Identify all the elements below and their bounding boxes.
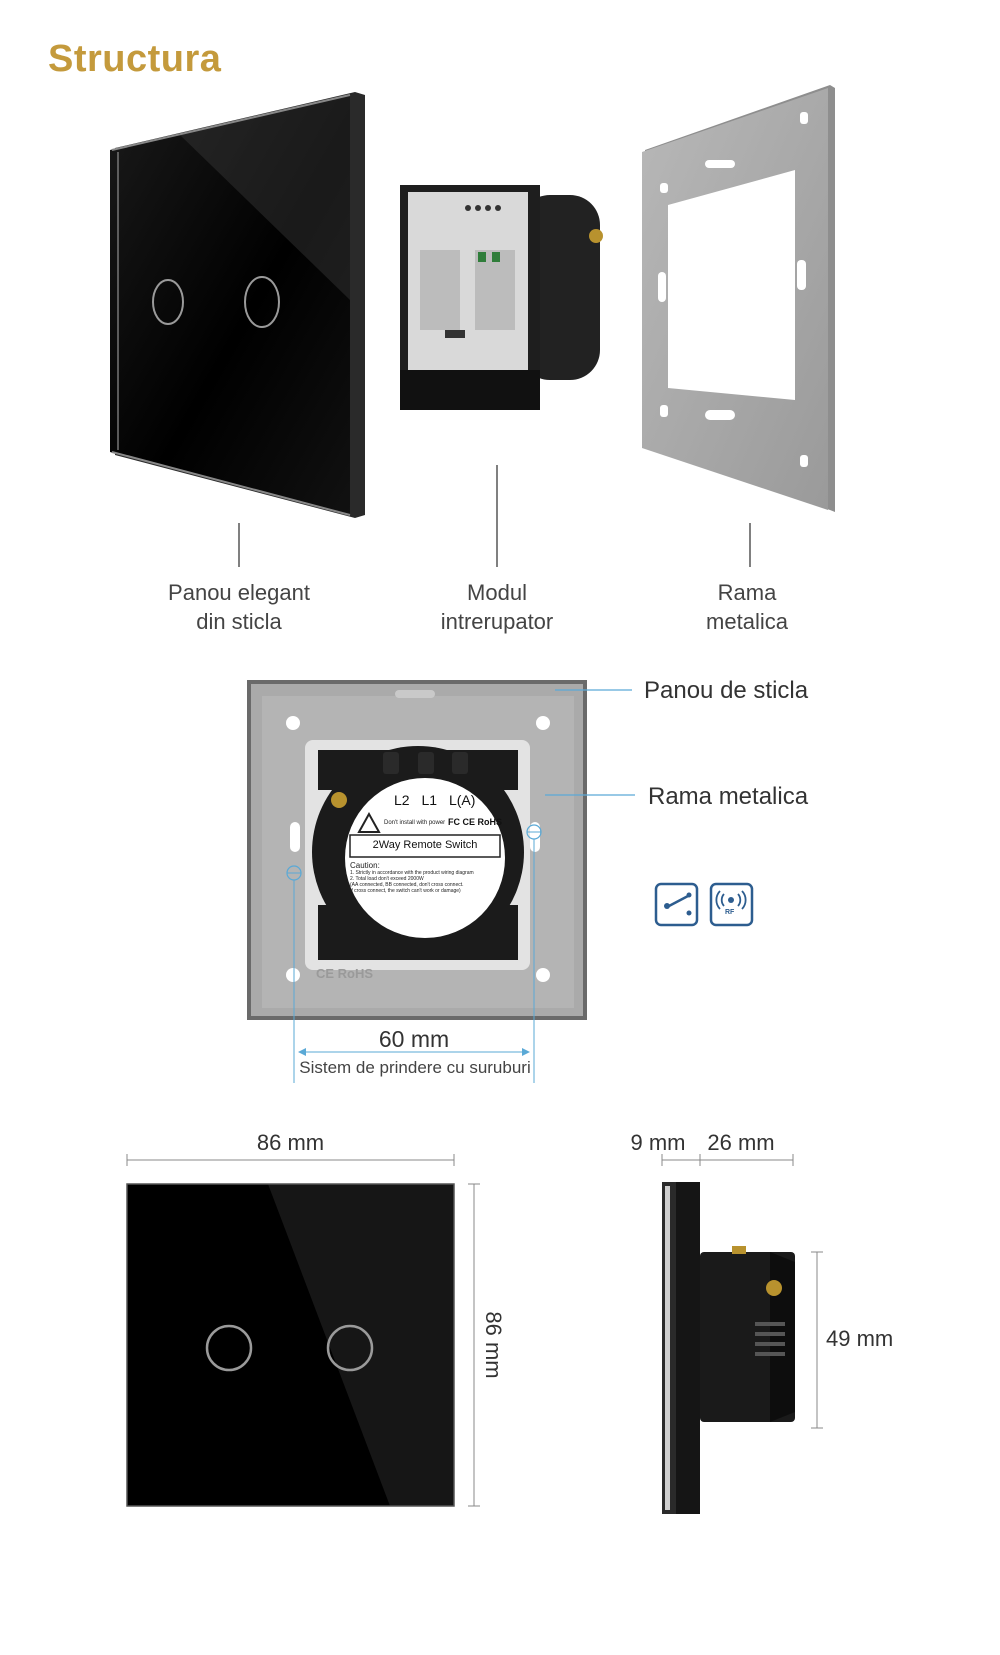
caution-line: 1. Strictly in accordance with the produ… (350, 870, 474, 876)
label-glass-panel-line2: din sticla (196, 609, 282, 634)
caution-line: If cross connect, the switch can't work … (350, 888, 461, 894)
dim-width: 86 mm (256, 1130, 325, 1155)
dim-module-depth: 26 mm (707, 1130, 775, 1155)
cert-marks: FC CE RoHS (448, 817, 502, 827)
callout-glass-panel: Panou de sticla (644, 677, 809, 704)
terminal-labels: L2 L1 L(A) (394, 792, 475, 808)
2way-switch-icon (654, 882, 699, 927)
label-switch-module-line2: intrerupator (440, 609, 554, 634)
back-view-illustration (247, 680, 587, 1020)
label-switch-module-line1: Modul (467, 580, 527, 605)
mount-distance: 60 mm (378, 1026, 450, 1052)
label-switch-module: Modul intrerupator (397, 578, 597, 636)
terminal-label: L2 (394, 792, 410, 808)
page-title: Structura (48, 38, 222, 80)
glass-panel-illustration (110, 92, 365, 518)
side-view-illustration (662, 1182, 795, 1514)
label-metal-frame-line1: Rama (717, 580, 777, 605)
dim-height: 86 mm (481, 1311, 506, 1379)
model-label: 2Way Remote Switch (372, 839, 478, 851)
caution-block: Caution: 1. Strictly in accordance with … (350, 861, 500, 894)
label-glass-panel-line1: Panou elegant (168, 580, 310, 605)
dim-module-height: 49 mm (826, 1326, 894, 1351)
label-metal-frame-line2: metalica (706, 609, 788, 634)
callout-metal-frame: Rama metalica (648, 783, 809, 810)
mounting-dimension-lines (286, 824, 542, 1083)
caution-line: (AA connected, BB connected, don't cross… (350, 882, 464, 888)
warning-text: Don't install with power (384, 820, 446, 826)
rf-remote-icon (709, 882, 754, 927)
front-view-illustration (126, 1183, 455, 1507)
mount-caption: Sistem de prindere cu suruburi (299, 1058, 531, 1077)
label-metal-frame: Rama metalica (647, 578, 847, 636)
frame-cert-mark: CE RoHS (316, 966, 374, 981)
metal-frame-illustration (642, 85, 835, 512)
terminal-label: L1 (421, 792, 438, 808)
caution-title: Caution: (350, 861, 380, 870)
rf-icon-label: RF (725, 909, 735, 916)
label-glass-panel: Panou elegant din sticla (139, 578, 339, 636)
switch-module-illustration (400, 185, 603, 410)
caution-line: 2. Total load don't exceed 2000W (350, 876, 424, 882)
dim-glass-depth: 9 mm (630, 1130, 686, 1155)
terminal-label: L(A) (448, 792, 476, 808)
